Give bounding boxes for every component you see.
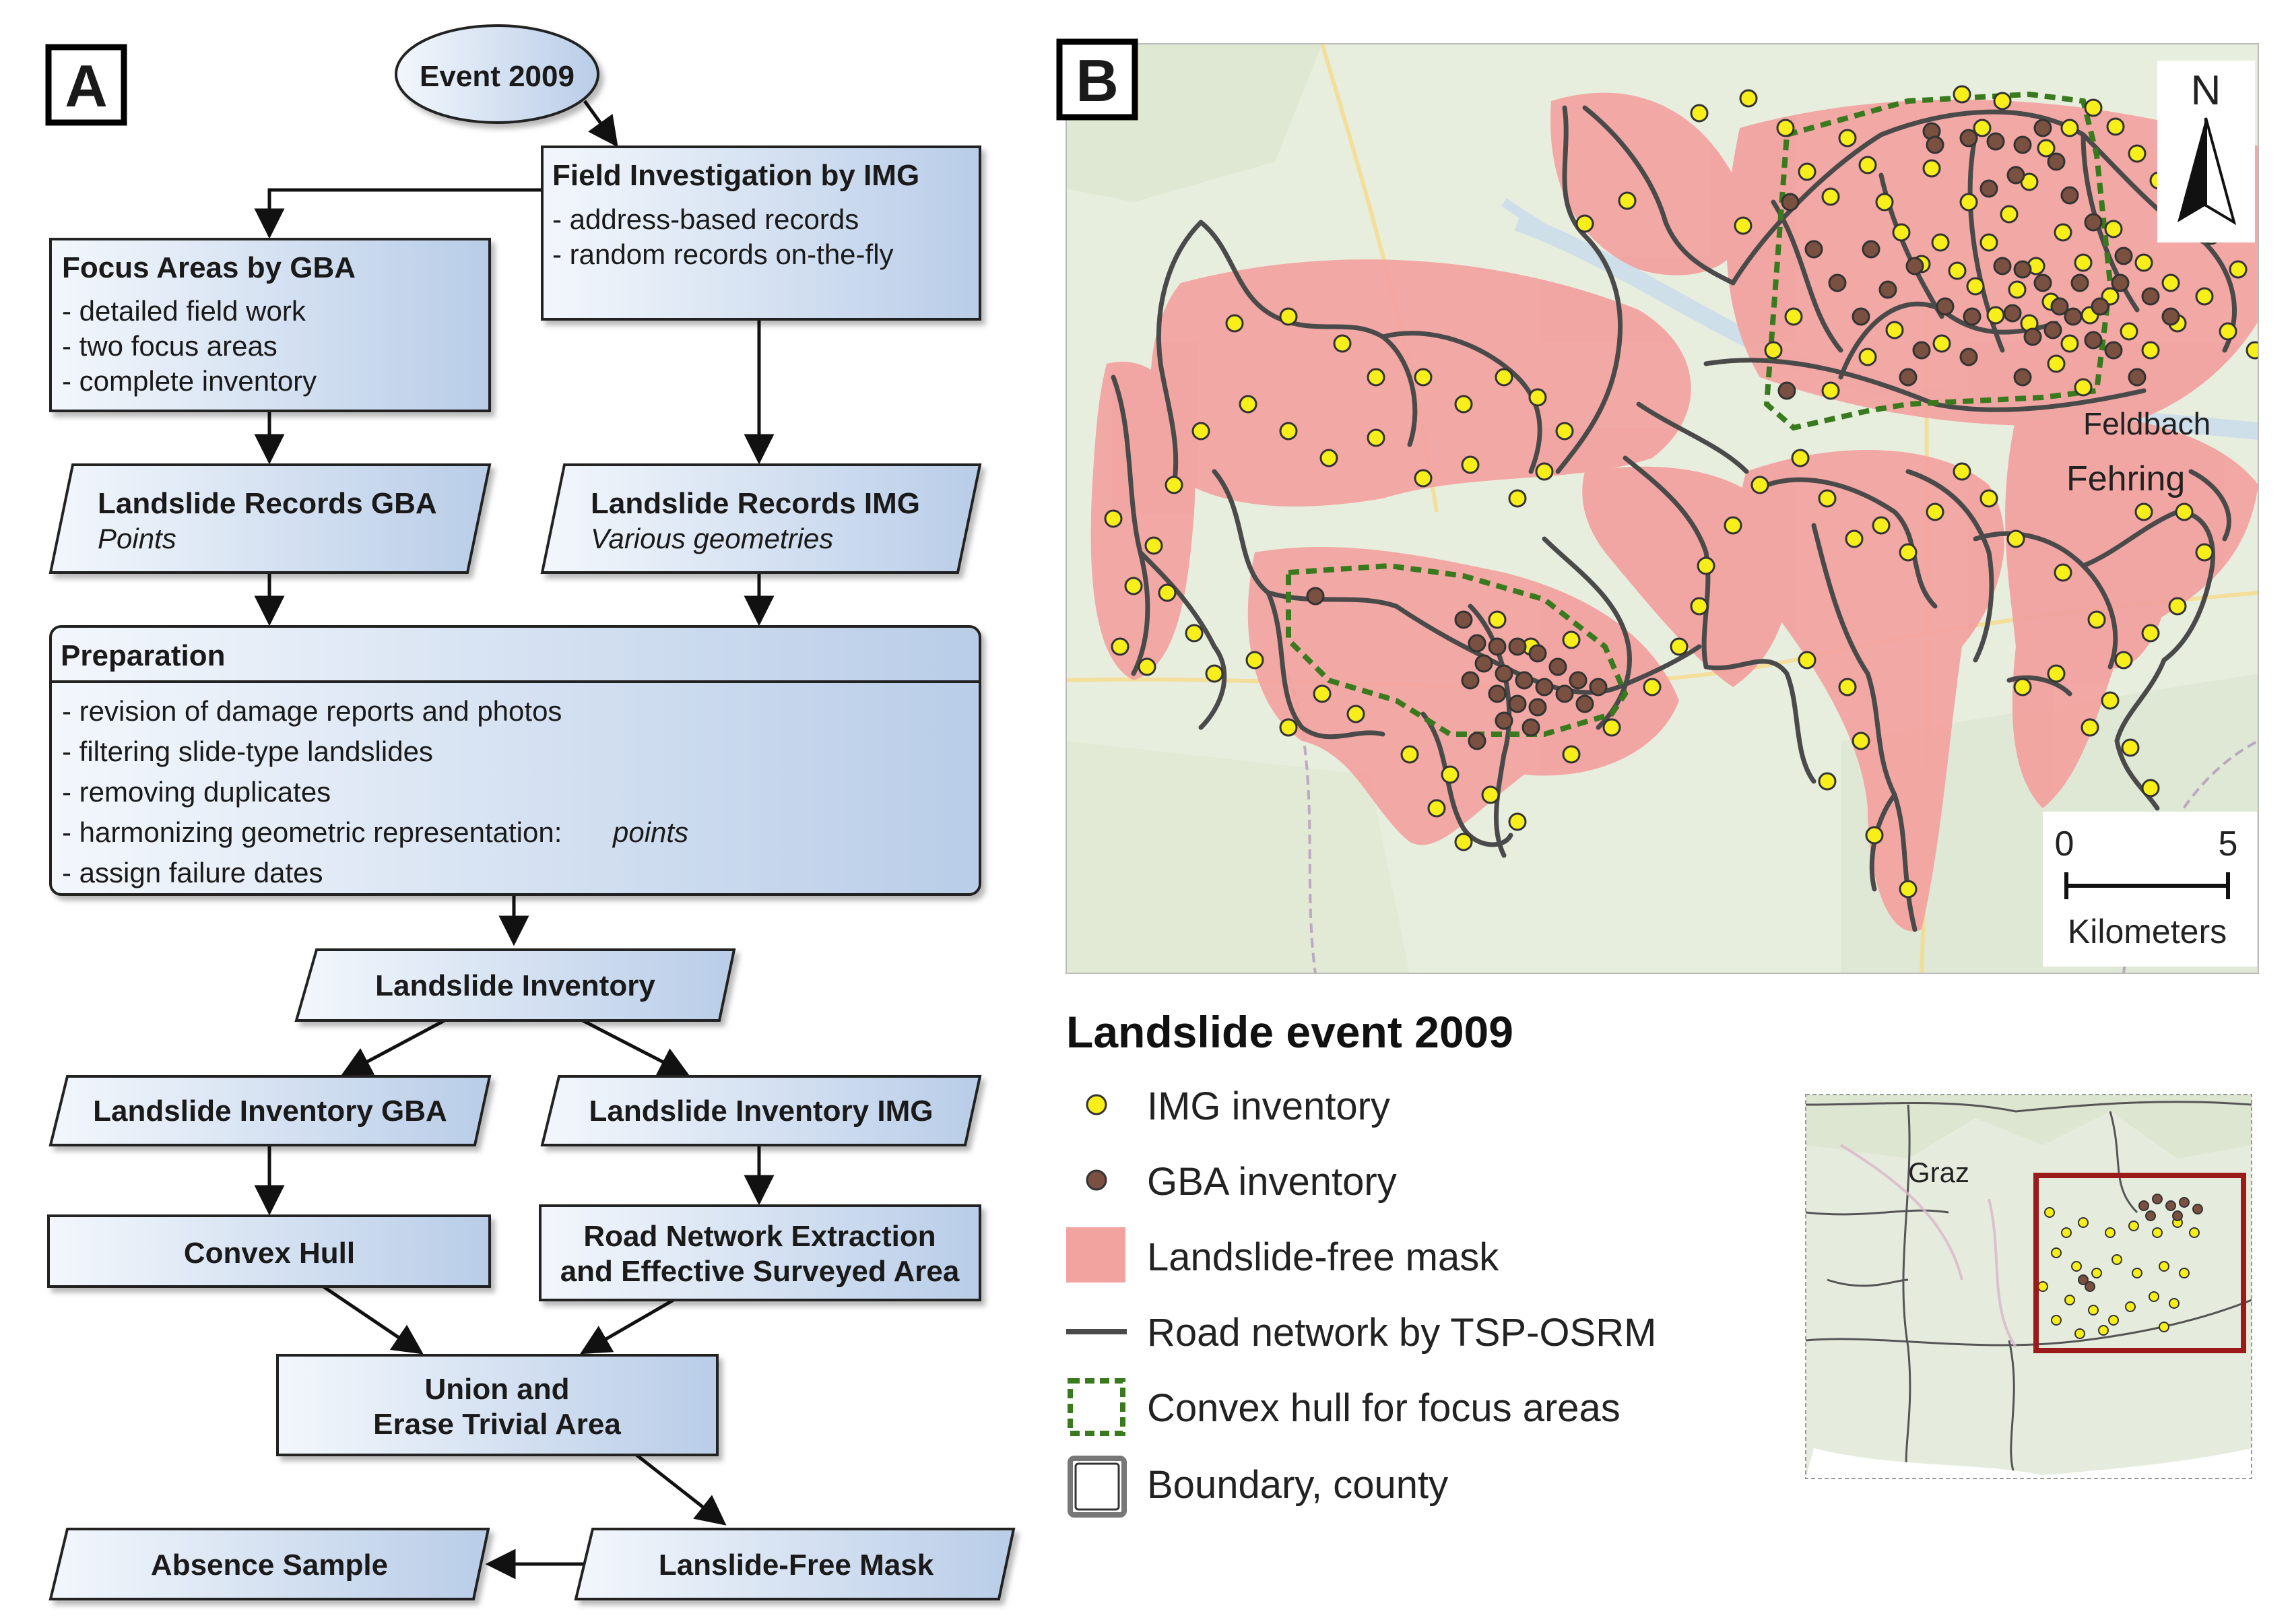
legend-item-mask: Landslide-free mask bbox=[1066, 1227, 1499, 1282]
gba-inventory-points bbox=[1306, 119, 2180, 750]
svg-text:- harmonizing geometric repres: - harmonizing geometric representation: bbox=[62, 816, 562, 848]
svg-text:Landslide Inventory GBA: Landslide Inventory GBA bbox=[93, 1095, 447, 1128]
svg-text:- complete inventory: - complete inventory bbox=[62, 365, 317, 397]
scale-unit: Kilometers bbox=[2068, 913, 2227, 950]
field-investigation-box: Field Investigation by IMG - address-bas… bbox=[541, 145, 981, 321]
inventory-img-node: Landslide Inventory IMG bbox=[540, 1075, 982, 1146]
svg-text:GBA inventory: GBA inventory bbox=[1147, 1160, 1397, 1204]
svg-text:Convex hull for focus areas: Convex hull for focus areas bbox=[1147, 1386, 1620, 1430]
scale-max: 5 bbox=[2219, 824, 2238, 864]
svg-text:Landslide-free mask: Landslide-free mask bbox=[1147, 1235, 1499, 1279]
hull-dashed-icon bbox=[1068, 1378, 1125, 1436]
free-mask-node: Lanslide-Free Mask bbox=[574, 1528, 1016, 1600]
legend-item-boundary: Boundary, county bbox=[1068, 1456, 1448, 1518]
inset-map: Graz bbox=[1805, 1094, 2252, 1479]
svg-text:- removing duplicates: - removing duplicates bbox=[62, 776, 331, 808]
legend-item-gba: GBA inventory bbox=[1086, 1160, 1397, 1204]
inventory-node: Landslide Inventory bbox=[294, 948, 736, 1022]
mask-swatch-icon bbox=[1066, 1227, 1125, 1282]
svg-text:Event 2009: Event 2009 bbox=[420, 60, 575, 93]
place-label-feldbach: Feldbach bbox=[2083, 406, 2211, 441]
event-2009-node: Event 2009 bbox=[395, 24, 599, 124]
svg-text:Road Network Extraction: Road Network Extraction bbox=[583, 1220, 936, 1253]
svg-text:Points: Points bbox=[98, 523, 176, 554]
svg-text:- random records on-the-fly: - random records on-the-fly bbox=[552, 238, 894, 270]
svg-text:Landslide Inventory: Landslide Inventory bbox=[375, 969, 655, 1002]
convex-hull-node: Convex Hull bbox=[47, 1214, 491, 1288]
legend-item-img: IMG inventory bbox=[1086, 1084, 1390, 1128]
panel-label-b: B bbox=[1056, 38, 1138, 121]
boundary-box-icon bbox=[1068, 1456, 1127, 1518]
svg-text:Erase Trivial Area: Erase Trivial Area bbox=[373, 1408, 621, 1441]
preparation-box: Preparation - revision of damage reports… bbox=[49, 625, 981, 896]
svg-text:and Effective Surveyed Area: and Effective Surveyed Area bbox=[560, 1255, 960, 1288]
legend-item-hull: Convex hull for focus areas bbox=[1068, 1378, 1620, 1436]
inset-extent-frame bbox=[2033, 1173, 2246, 1353]
flow-arrows bbox=[254, 100, 775, 1580]
svg-text:points: points bbox=[612, 816, 688, 848]
scale-bar: 0 5 Kilometers bbox=[2043, 812, 2257, 967]
main-map: Feldbach Fehring bbox=[1066, 44, 2258, 973]
svg-text:Various geometries: Various geometries bbox=[591, 523, 833, 554]
img-inventory-points bbox=[1104, 85, 2258, 899]
svg-text:- filtering slide-type landsli: - filtering slide-type landslides bbox=[62, 736, 433, 767]
legend-item-road: Road network by TSP-OSRM bbox=[1066, 1311, 1656, 1355]
svg-text:Landslide Inventory IMG: Landslide Inventory IMG bbox=[589, 1095, 934, 1128]
panel-a-flowchart: A Event 2009 Field Investigation by IMG … bbox=[45, 24, 1016, 1600]
road-network-node: Road Network Extraction and Effective Su… bbox=[539, 1204, 981, 1301]
inventory-gba-node: Landslide Inventory GBA bbox=[48, 1075, 492, 1146]
svg-text:Focus Areas by GBA: Focus Areas by GBA bbox=[62, 251, 356, 284]
absence-sample-node: Absence Sample bbox=[48, 1528, 490, 1600]
svg-text:Landslide Records GBA: Landslide Records GBA bbox=[98, 487, 437, 520]
svg-text:Lanslide-Free Mask: Lanslide-Free Mask bbox=[659, 1549, 934, 1582]
svg-text:Absence Sample: Absence Sample bbox=[151, 1549, 388, 1582]
svg-text:Landslide Records IMG: Landslide Records IMG bbox=[591, 487, 920, 520]
svg-text:Convex Hull: Convex Hull bbox=[184, 1237, 355, 1270]
svg-text:Boundary, county: Boundary, county bbox=[1147, 1463, 1448, 1507]
scale-min: 0 bbox=[2055, 824, 2074, 864]
svg-text:- detailed field work: - detailed field work bbox=[62, 295, 306, 327]
svg-text:Road network by TSP-OSRM: Road network by TSP-OSRM bbox=[1147, 1311, 1656, 1355]
north-label: N bbox=[2191, 67, 2221, 114]
svg-text:- assign failure dates: - assign failure dates bbox=[62, 857, 323, 888]
panel-label-a: A bbox=[45, 44, 127, 126]
union-erase-node: Union and Erase Trivial Area bbox=[276, 1354, 719, 1456]
north-arrow-icon bbox=[2178, 118, 2206, 222]
svg-text:IMG inventory: IMG inventory bbox=[1147, 1084, 1390, 1128]
panel-label-b-text: B bbox=[1076, 47, 1119, 114]
legend-title: Landslide event 2009 bbox=[1066, 1007, 1513, 1057]
main-map-frame bbox=[1066, 43, 2259, 974]
gba-point-icon bbox=[1086, 1169, 1107, 1191]
legend: Landslide event 2009 IMG inventory GBA i… bbox=[1066, 1007, 1656, 1518]
records-gba-node: Landslide Records GBA Points bbox=[48, 463, 492, 574]
north-arrow: N bbox=[2157, 61, 2255, 242]
svg-text:- revision of damage reports a: - revision of damage reports and photos bbox=[62, 695, 562, 727]
records-img-node: Landslide Records IMG Various geometries bbox=[540, 463, 982, 574]
svg-text:- address-based records: - address-based records bbox=[552, 203, 859, 235]
focus-areas-box: Focus Areas by GBA - detailed field work… bbox=[49, 238, 491, 412]
panel-label-a-text: A bbox=[65, 53, 108, 119]
svg-text:Field Investigation by IMG: Field Investigation by IMG bbox=[552, 159, 919, 192]
focus-area-convex-hulls bbox=[1286, 91, 2114, 737]
svg-text:- two focus areas: - two focus areas bbox=[62, 330, 277, 362]
panel-b-map: Feldbach Fehring B N 0 5 Kilometers Land… bbox=[1056, 38, 2259, 1518]
img-point-icon bbox=[1086, 1094, 1107, 1115]
place-label-fehring: Fehring bbox=[2066, 459, 2185, 498]
svg-text:Preparation: Preparation bbox=[61, 639, 226, 672]
inset-place-graz: Graz bbox=[1908, 1157, 1969, 1188]
svg-text:Union and: Union and bbox=[424, 1373, 569, 1406]
